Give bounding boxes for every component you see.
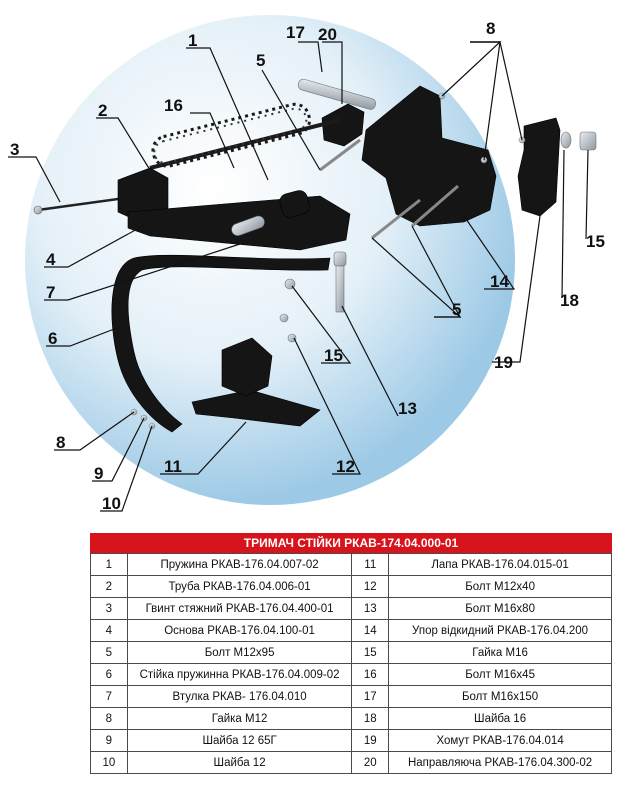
parts-table-title: ТРИМАЧ СТІЙКИ РКАВ-174.04.000-01 [90, 533, 612, 553]
callout-5-right: 5 [452, 300, 461, 319]
bolt-m12x40-a [279, 313, 289, 323]
part-name-left: Стійка пружинна РКАВ-176.04.009-02 [126, 663, 353, 686]
diagram-canvas: 1 2 3 4 5 5 6 7 8 8 9 10 11 12 13 14 15 … [8, 15, 605, 513]
guide-part [321, 103, 365, 147]
callout-8-bottom: 8 [56, 433, 65, 452]
callout-5-top: 5 [256, 51, 265, 70]
part-name-left: Пружина РКАВ-176.04.007-02 [126, 553, 353, 576]
callout-6: 6 [48, 329, 57, 348]
leader-lines [8, 41, 589, 512]
part-number-left: 3 [90, 597, 128, 620]
callout-8-top: 8 [486, 19, 495, 38]
exploded-assembly-diagram: 1 2 3 4 5 5 6 7 8 8 9 10 11 12 13 14 15 … [8, 15, 605, 513]
part-name-left: Болт М12х95 [126, 641, 353, 664]
bushing [231, 215, 265, 236]
part-name-right: Гайка М16 [388, 641, 612, 664]
callout-12: 12 [336, 457, 355, 476]
part-number-right: 16 [351, 663, 390, 686]
callout-18: 18 [560, 291, 579, 310]
part-number-right: 17 [351, 685, 390, 708]
part-name-left: Шайба 12 65Г [126, 729, 353, 752]
part-number-left: 10 [90, 751, 128, 774]
callout-11: 11 [164, 457, 182, 476]
part-number-left: 1 [90, 553, 128, 576]
part-name-right: Упор відкидний РКАВ-176.04.200 [388, 619, 612, 642]
part-name-right: Направляюча РКАВ-176.04.300-02 [388, 751, 612, 774]
part-number-right: 15 [351, 641, 390, 664]
callout-15-right: 15 [586, 232, 605, 251]
callout-4: 4 [46, 250, 56, 269]
part-number-left: 5 [90, 641, 128, 664]
part-name-left: Шайба 12 [126, 751, 353, 774]
nut-m16 [579, 131, 597, 151]
clamp [517, 117, 561, 217]
tube-bracket [117, 167, 169, 223]
bolt-m16x150 [297, 78, 377, 110]
callout-15-center: 15 [324, 346, 343, 365]
part-name-right: Болт М16х150 [388, 685, 612, 708]
bolt-m16x80 [333, 251, 347, 313]
bolt-m12x95-a [319, 138, 361, 172]
callout-2: 2 [98, 101, 107, 120]
part-number-right: 20 [351, 751, 390, 774]
callout-13: 13 [398, 399, 417, 418]
callout-20: 20 [318, 25, 337, 44]
part-name-left: Труба РКАВ-176.04.006-01 [126, 575, 353, 598]
part-name-right: Болт М12х40 [388, 575, 612, 598]
part-number-right: 12 [351, 575, 390, 598]
spring [151, 102, 312, 168]
part-number-left: 6 [90, 663, 128, 686]
washer-16 [560, 131, 572, 149]
part-number-right: 13 [351, 597, 390, 620]
callout-14: 14 [490, 272, 509, 291]
callout-10: 10 [102, 494, 121, 513]
blade-neck [221, 337, 273, 397]
bolt-m12x95-b [371, 198, 421, 240]
part-name-right: Болт М16х45 [388, 663, 612, 686]
callout-19: 19 [494, 353, 513, 372]
part-name-left: Втулка РКАВ- 176.04.010 [126, 685, 353, 708]
bolt-m12x95-c [411, 184, 459, 228]
part-name-right: Болт М16х80 [388, 597, 612, 620]
callout-7: 7 [46, 283, 55, 302]
spring-shank [111, 254, 331, 433]
callout-1: 1 [188, 31, 197, 50]
part-name-left: Гвинт стяжний РКАВ-176.04.400-01 [126, 597, 353, 620]
part-number-left: 2 [90, 575, 128, 598]
part-name-right: Шайба 16 [388, 707, 612, 730]
part-number-right: 18 [351, 707, 390, 730]
part-number-right: 14 [351, 619, 390, 642]
part-name-right: Лапа РКАВ-176.04.015-01 [388, 553, 612, 576]
part-name-left: Гайка М12 [126, 707, 353, 730]
part-number-left: 7 [90, 685, 128, 708]
part-number-right: 11 [351, 553, 390, 576]
part-name-right: Хомут РКАВ-176.04.014 [388, 729, 612, 752]
part-number-left: 8 [90, 707, 128, 730]
callout-16: 16 [164, 96, 183, 115]
callout-3: 3 [10, 140, 19, 159]
callout-9: 9 [94, 464, 103, 483]
bolt-m12x40-b [287, 333, 297, 343]
part-number-right: 19 [351, 729, 390, 752]
part-name-left: Основа РКАВ-176.04.100-01 [126, 619, 353, 642]
part-number-left: 4 [90, 619, 128, 642]
tube-piece [279, 190, 310, 218]
part-number-left: 9 [90, 729, 128, 752]
callout-17: 17 [286, 23, 305, 42]
